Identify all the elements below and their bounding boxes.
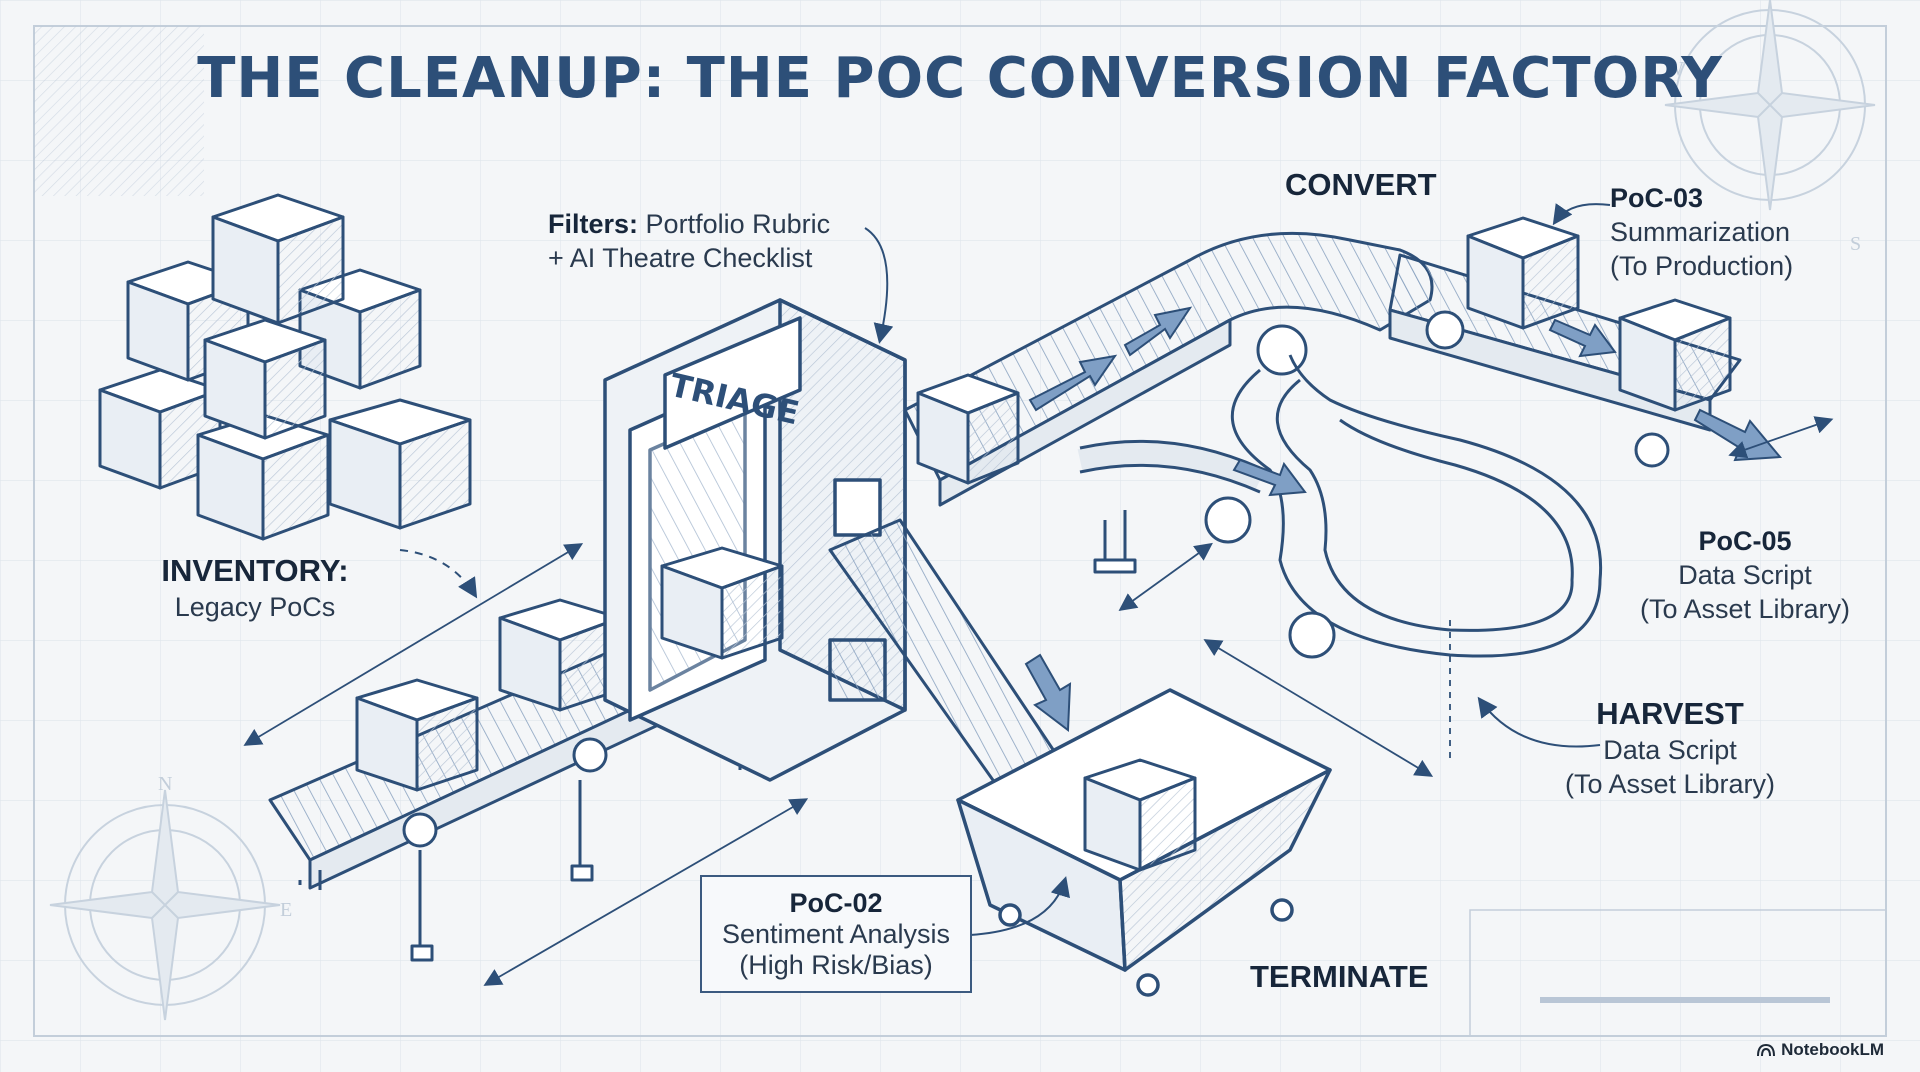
leader-lines xyxy=(399,203,1611,936)
poc05-label: PoC-05 Data Script (To Asset Library) xyxy=(1630,525,1860,626)
poc02-dest: (High Risk/Bias) xyxy=(739,949,933,980)
filters-heading: Filters: xyxy=(548,209,639,239)
page-title: THE CLEANUP: THE POC CONVERSION FACTORY xyxy=(197,46,1723,111)
compass-rose-top-right xyxy=(1664,0,1876,211)
poc03-id: PoC-03 xyxy=(1610,183,1704,213)
poc05-dest: (To Asset Library) xyxy=(1639,593,1851,624)
harvest-name: Data Script xyxy=(1603,734,1737,765)
filters-line1: Portfolio Rubric xyxy=(645,209,831,239)
compass-s: S xyxy=(1850,233,1861,255)
poc02-id: PoC-02 xyxy=(789,887,883,918)
poc02-name: Sentiment Analysis xyxy=(721,918,951,949)
inventory-sub: Legacy PoCs xyxy=(174,591,336,622)
inventory-heading: INVENTORY: xyxy=(161,553,349,588)
inventory-label: INVENTORY: Legacy PoCs xyxy=(155,552,355,625)
compass-n: N xyxy=(158,773,172,795)
convert-box-entry xyxy=(916,216,1732,485)
filters-label: Filters: Portfolio Rubric + AI Theatre C… xyxy=(548,208,830,276)
poc03-dest: (To Production) xyxy=(1610,250,1794,281)
filters-line2: + AI Theatre Checklist xyxy=(548,242,813,273)
inventory-box-stack xyxy=(98,193,472,541)
dimension-lines xyxy=(243,416,1834,986)
brand-watermark: NotebookLM xyxy=(1757,1040,1884,1060)
compass-e: E xyxy=(280,899,292,921)
compass-w: W xyxy=(1665,58,1684,80)
harvest-heading: HARVEST xyxy=(1596,696,1744,731)
flow-arrow-terminate xyxy=(1024,653,1072,732)
terminated-box xyxy=(1083,758,1197,872)
poc05-id: PoC-05 xyxy=(1698,526,1792,556)
poc03-label: PoC-03 Summarization (To Production) xyxy=(1610,182,1793,283)
poc02-callout: PoC-02 Sentiment Analysis (High Risk/Bia… xyxy=(700,875,972,993)
convert-label: CONVERT xyxy=(1285,167,1437,202)
hatch-corner xyxy=(34,26,204,196)
brand-label: NotebookLM xyxy=(1781,1040,1884,1059)
notebooklm-logo-icon xyxy=(1757,1043,1776,1057)
flow-arrow-harvest xyxy=(1232,458,1307,497)
poc05-name: Data Script xyxy=(1678,559,1812,590)
outer-frame xyxy=(33,25,1887,1037)
harvest-dest: (To Asset Library) xyxy=(1564,768,1776,799)
terminate-label: TERMINATE xyxy=(1250,959,1429,994)
triage-box xyxy=(660,546,784,660)
harvest-label: HARVEST Data Script (To Asset Library) xyxy=(1555,695,1785,801)
compass-rose-bottom-left xyxy=(49,789,281,1021)
title-block xyxy=(1469,909,1887,1037)
poc03-name: Summarization xyxy=(1610,216,1791,247)
